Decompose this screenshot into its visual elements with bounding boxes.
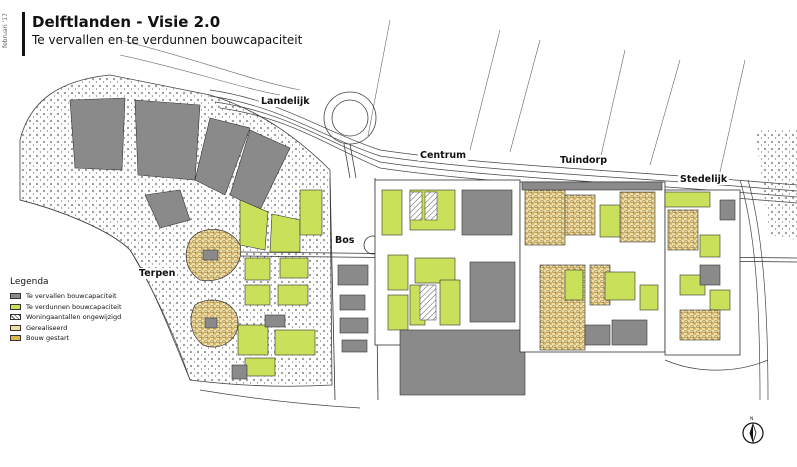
- centre-grey-blocks: [337, 189, 526, 396]
- legend-item-te-verdunnen: Te verdunnen bouwcapaciteit: [10, 302, 160, 313]
- legend-label: Gerealiseerd: [26, 323, 68, 332]
- tuindorp-green-blocks: [564, 204, 659, 311]
- legend-swatch-tan: [10, 324, 21, 331]
- stedelijk-grey-blocks: [699, 199, 736, 286]
- tuindorp-grey-blocks: [521, 181, 663, 346]
- legend-label: Te vervallen bouwcapaciteit: [26, 292, 117, 301]
- centre-hatched-rows: [409, 191, 438, 321]
- page-subtitle: Te vervallen en te verdunnen bouwcapacit…: [32, 33, 303, 47]
- legend-title: Legenda: [10, 277, 49, 287]
- east-edge-trees: [755, 130, 797, 240]
- page-title: Delftlanden - Visie 2.0: [32, 13, 221, 31]
- area-label-bos: Bos: [333, 235, 357, 246]
- north-label: N: [750, 417, 754, 422]
- terpen-grey-cores: [202, 249, 219, 329]
- side-date: februari '17: [2, 13, 9, 48]
- legend-swatch-orange: [10, 335, 21, 342]
- north-arrow-icon: [742, 422, 764, 444]
- area-label-centrum: Centrum: [418, 150, 469, 161]
- legend-item-bouw-gestart: Bouw gestart: [10, 333, 160, 344]
- legend-item-gerealiseerd: Gerealiseerd: [10, 323, 160, 334]
- area-label-terpen: Terpen: [137, 268, 178, 279]
- legend-swatch-hatch: [10, 314, 21, 321]
- legend-swatch-green: [10, 303, 21, 310]
- legend-swatch-grey: [10, 293, 21, 300]
- area-label-landelijk: Landelijk: [259, 96, 312, 107]
- east-edge-roads: [664, 179, 769, 401]
- area-label-stedelijk: Stedelijk: [678, 174, 730, 185]
- west-grey-small-blocks: [231, 314, 286, 380]
- legend-item-ongewijzigd: Woningaantallen ongewijzigd: [10, 312, 160, 323]
- legend-label: Bouw gestart: [26, 334, 70, 343]
- stedelijk-green-blocks: [664, 191, 731, 311]
- area-label-tuindorp: Tuindorp: [558, 155, 610, 166]
- legend-label: Woningaantallen ongewijzigd: [26, 313, 122, 322]
- stedelijk-realised: [667, 209, 721, 341]
- west-lower-road: [199, 389, 361, 409]
- title-bar: [22, 12, 25, 56]
- west-district-edge: [19, 199, 191, 381]
- legend-item-te-vervallen: Te vervallen bouwcapaciteit: [10, 291, 160, 302]
- west-grey-blocks: [69, 97, 291, 229]
- legend: Legenda Te vervallen bouwcapaciteit Te v…: [10, 277, 160, 344]
- field-lines: [119, 19, 746, 173]
- west-green-blocks: [237, 189, 323, 377]
- legend-label: Te verdunnen bouwcapaciteit: [26, 302, 122, 311]
- roundabout-north: [323, 91, 377, 179]
